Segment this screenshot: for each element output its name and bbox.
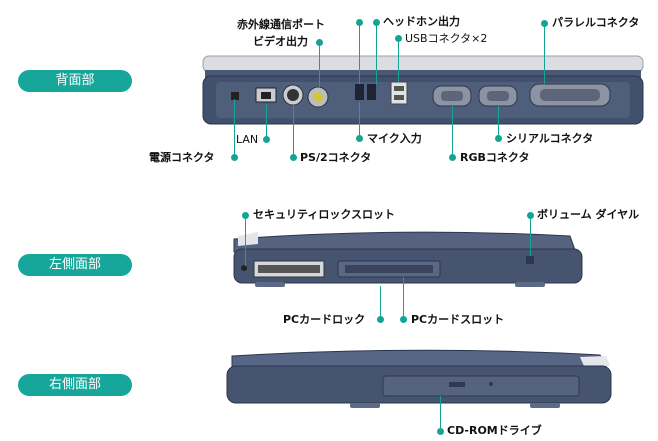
headphone-out-label: ヘッドホン出力 xyxy=(383,15,460,28)
power-dot xyxy=(231,154,238,161)
ps2-leader xyxy=(293,105,294,156)
usb-leader xyxy=(398,41,399,82)
parallel-dot xyxy=(541,20,548,27)
section-left-pill: 左側面部 xyxy=(18,254,132,276)
parallel-connector-label: パラレルコネクタ xyxy=(552,16,640,29)
video-out-dot xyxy=(316,39,323,46)
lan-leader xyxy=(266,104,267,138)
cdrom-drive-label: CD-ROMドライブ xyxy=(447,424,542,437)
infrared-port-label: 赤外線通信ポート xyxy=(237,18,325,31)
ps2-connector-label: PS/2コネクタ xyxy=(300,151,372,164)
cdrom-dot xyxy=(437,428,444,435)
pc-card-lock-dot xyxy=(377,316,384,323)
volume-dial-dot xyxy=(527,212,534,219)
serial-dot xyxy=(495,135,502,142)
section-back-pill: 背面部 xyxy=(18,70,132,92)
volume-dial-label: ボリューム ダイヤル xyxy=(537,208,640,221)
video-out-leader xyxy=(319,45,320,87)
rgb-connector-label: RGBコネクタ xyxy=(460,151,530,164)
back-view-laptop xyxy=(202,55,644,125)
video-out-label: ビデオ出力 xyxy=(253,35,308,48)
mic-dot xyxy=(356,135,363,142)
parallel-leader xyxy=(544,26,545,84)
usb-dot xyxy=(395,35,402,42)
security-lock-slot-label: セキュリティロックスロット xyxy=(253,208,396,221)
lan-dot xyxy=(263,136,270,143)
power-connector-label: 電源コネクタ xyxy=(149,151,215,164)
security-slot-leader xyxy=(245,218,246,266)
security-slot-dot xyxy=(242,212,249,219)
volume-dial-leader xyxy=(530,218,531,256)
mic-in-label: マイク入力 xyxy=(367,132,422,145)
pc-card-slot-label: PCカードスロット xyxy=(411,313,505,326)
usb-label: USBコネクタ×2 xyxy=(405,32,488,45)
rgb-dot xyxy=(449,154,456,161)
mic-leader xyxy=(359,102,360,138)
rgb-leader xyxy=(452,106,453,156)
power-leader xyxy=(234,99,235,156)
lan-label: LAN xyxy=(236,133,259,146)
right-view-laptop xyxy=(226,349,612,408)
ps2-dot xyxy=(290,154,297,161)
pc-card-lock-label: PCカードロック xyxy=(283,313,366,326)
mic-top-dot xyxy=(356,19,363,26)
headphone-dot xyxy=(373,19,380,26)
cdrom-leader xyxy=(440,396,441,430)
mic-top-leader xyxy=(359,25,360,84)
headphone-leader xyxy=(376,25,377,84)
left-view-laptop xyxy=(233,231,583,287)
pc-card-lock-leader xyxy=(380,286,381,318)
section-right-pill: 右側面部 xyxy=(18,374,132,396)
pc-card-slot-leader xyxy=(403,277,404,318)
serial-leader xyxy=(498,106,499,137)
serial-connector-label: シリアルコネクタ xyxy=(506,132,594,145)
pc-card-slot-dot xyxy=(400,316,407,323)
